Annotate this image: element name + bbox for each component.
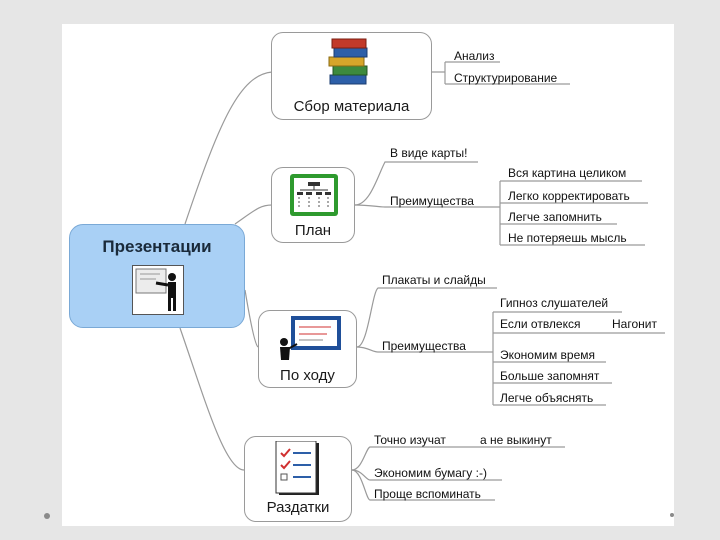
- leaf-easy-edit: Легко корректировать: [508, 189, 630, 203]
- leaf-easier-recall: Проще вспоминать: [374, 487, 481, 501]
- leaf-posters-slides: Плакаты и слайды: [382, 273, 486, 287]
- leaf-remember-more: Больше запомнят: [500, 369, 600, 383]
- center-node-presentations: Презентации: [69, 224, 245, 328]
- branch-label-handouts: Раздатки: [266, 499, 330, 516]
- branch-node-plan: План: [271, 167, 355, 243]
- presenter-icon: [132, 265, 184, 315]
- branch-label-plan: План: [294, 222, 332, 239]
- branch-node-progress: По ходу: [258, 310, 357, 388]
- leaf-easier-remember: Легче запомнить: [508, 210, 602, 224]
- branch-node-handouts: Раздатки: [244, 436, 352, 522]
- branch-label-progress: По ходу: [280, 367, 335, 384]
- leaf-save-paper: Экономим бумагу :-): [374, 466, 487, 480]
- leaf-keep-thought: Не потеряешь мысль: [508, 231, 627, 245]
- checklist-icon: [275, 441, 319, 495]
- leaf-not-throw-away: а не выкинут: [480, 433, 552, 447]
- leaf-progress-advantages: Преимущества: [382, 339, 466, 353]
- leaf-hypnosis: Гипноз слушателей: [500, 296, 609, 310]
- branch-node-collect-material: Сбор материала: [271, 32, 432, 120]
- leaf-easier-explain: Легче объяснять: [500, 391, 594, 405]
- leaf-study-exactly: Точно изучат: [374, 433, 446, 447]
- leaf-map-view: В виде карты!: [390, 146, 468, 160]
- leaf-catch-up: Нагонит: [612, 317, 657, 331]
- branch-label-collect: Сбор материала: [293, 98, 410, 115]
- leaf-if-distracted: Если отвлекся: [500, 317, 581, 331]
- slide-bullet-dot-left: [44, 513, 50, 519]
- plan-diagram-icon: [290, 174, 338, 216]
- center-node-title: Презентации: [102, 237, 212, 256]
- presenter-board-icon: [280, 316, 341, 360]
- leaf-structuring: Структурирование: [454, 71, 558, 85]
- leaf-analysis: Анализ: [454, 49, 495, 63]
- leaf-save-time: Экономим время: [500, 348, 595, 362]
- books-icon: [328, 38, 368, 85]
- leaf-plan-advantages: Преимущества: [390, 194, 474, 208]
- slide-bullet-dot-right: [670, 513, 674, 517]
- leaf-whole-picture: Вся картина целиком: [508, 166, 627, 180]
